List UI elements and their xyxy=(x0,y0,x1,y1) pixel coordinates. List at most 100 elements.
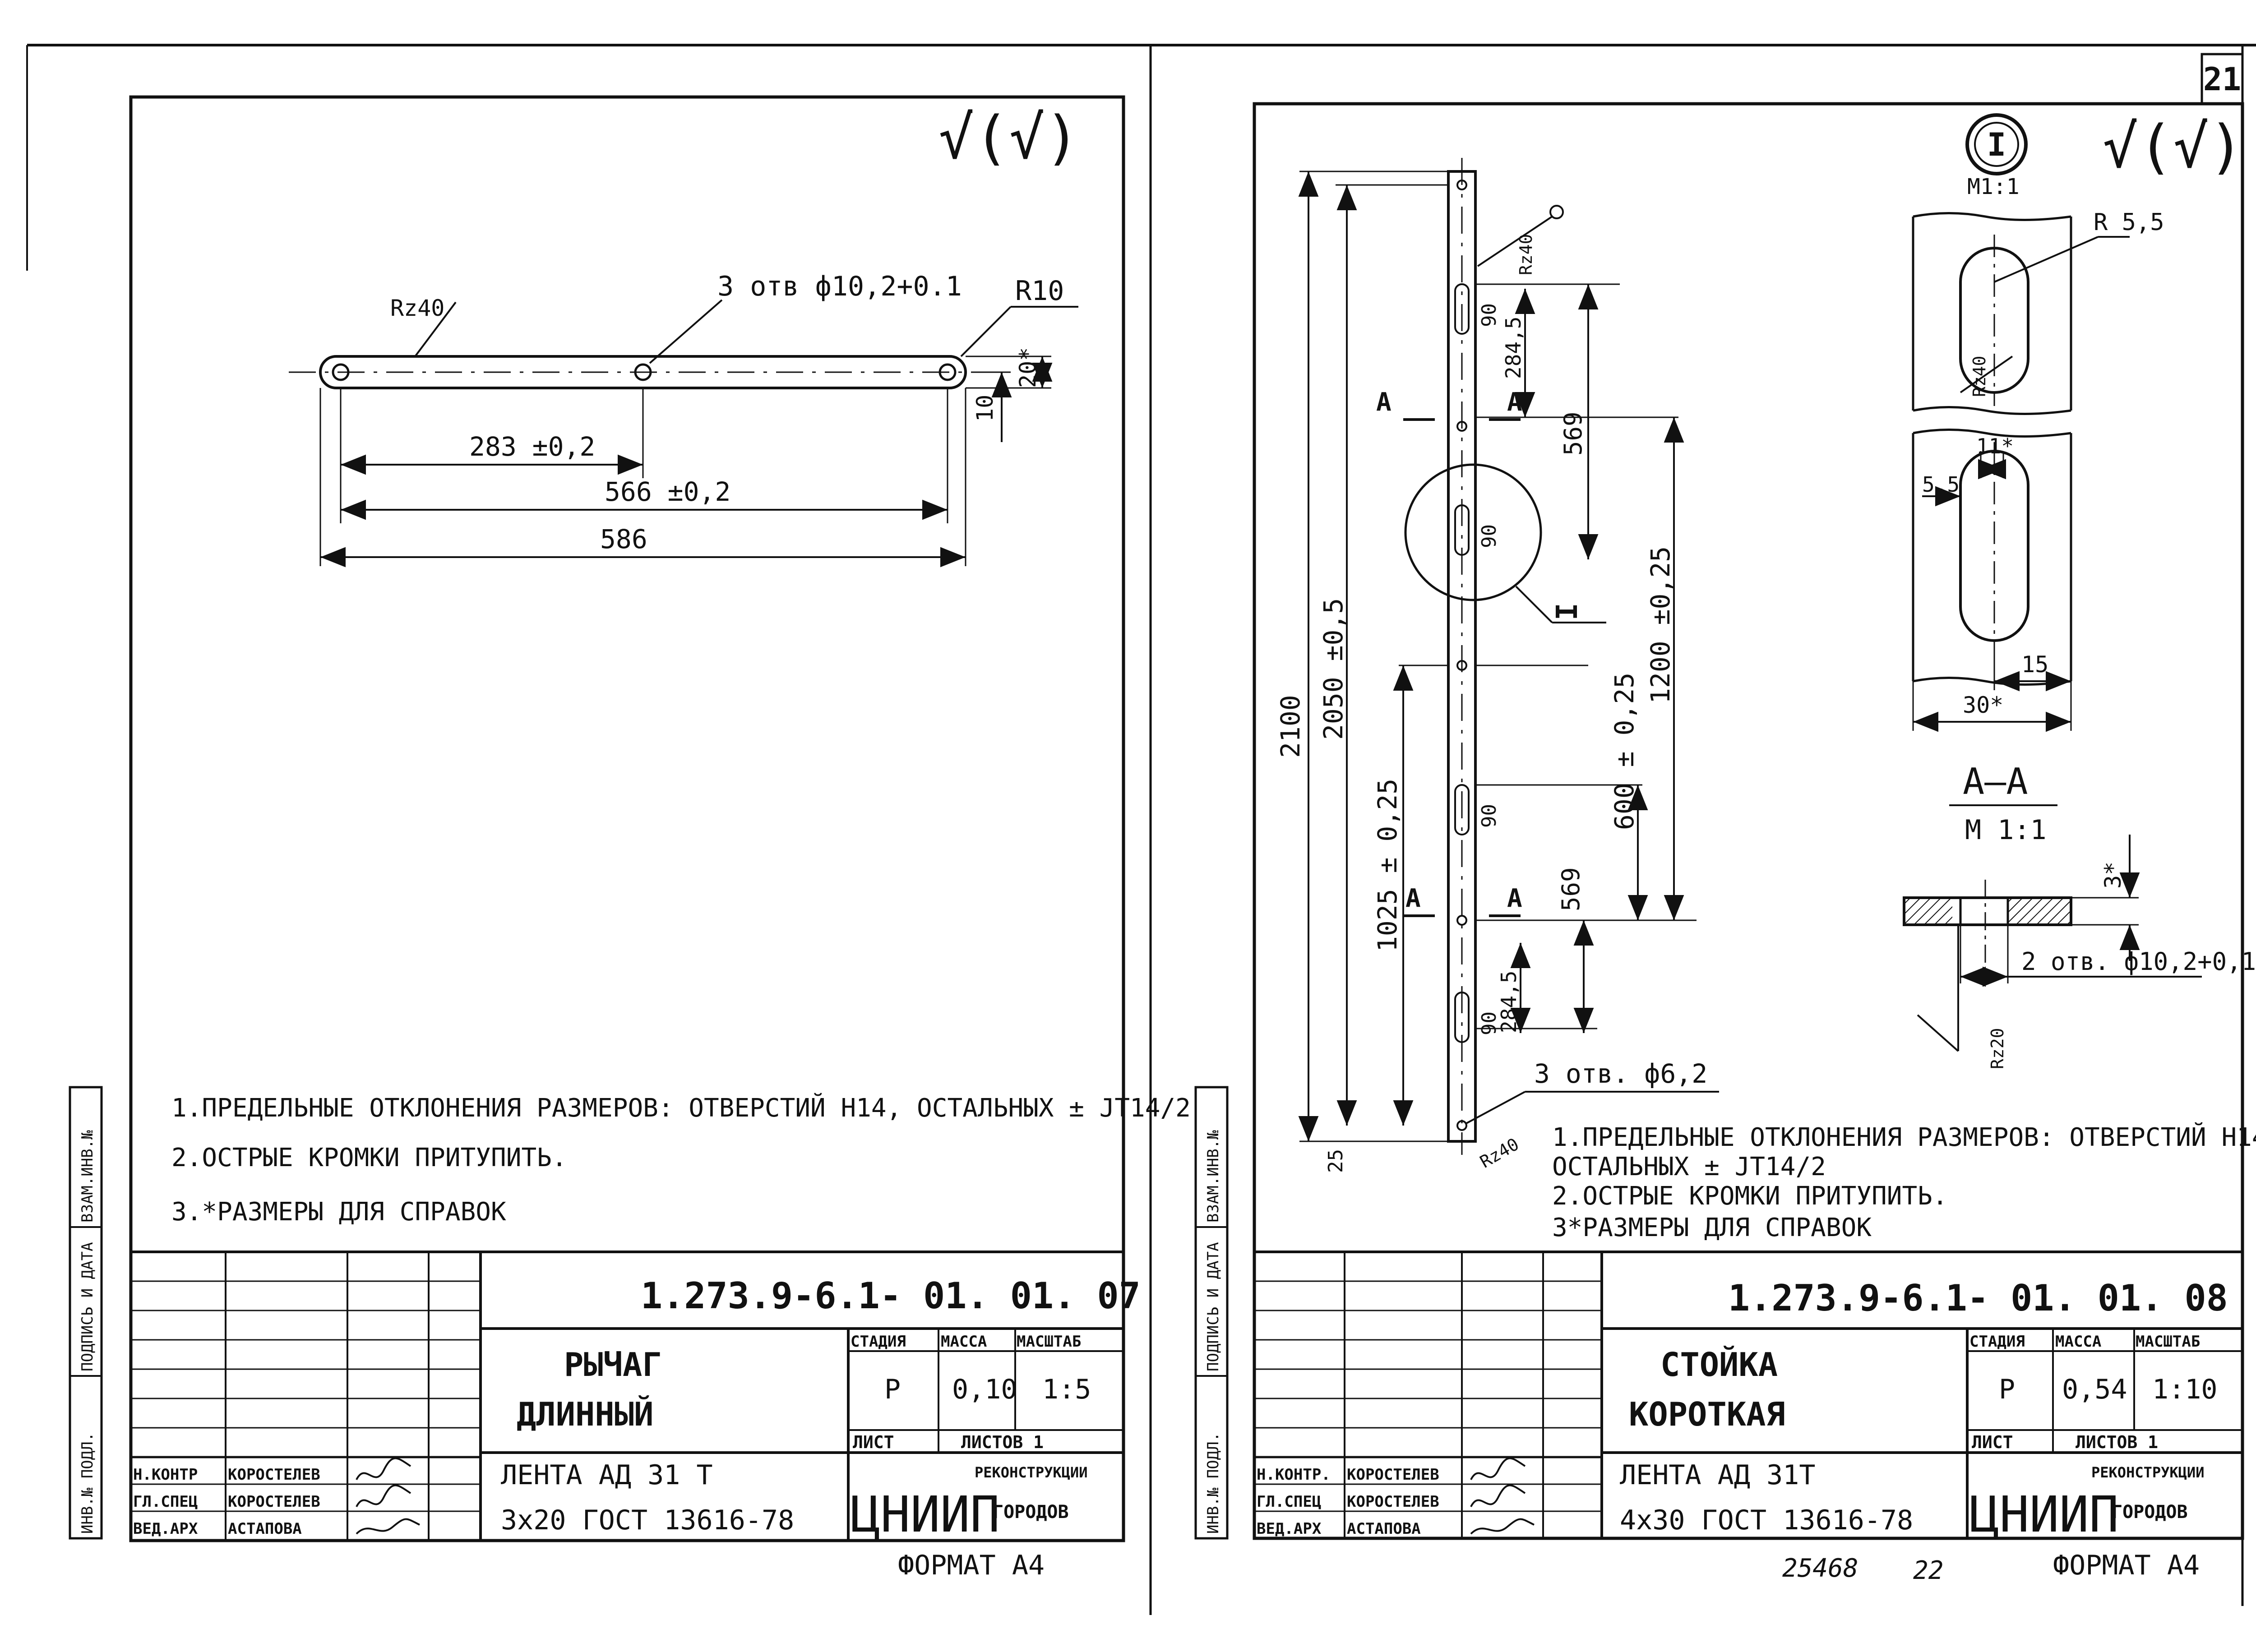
col-stage: СТАДИЯ xyxy=(851,1333,906,1351)
note-1: 1.ПРЕДЕЛЬНЫЕ ОТКЛОНЕНИЯ РАЗМЕРОВ: ОТВЕРС… xyxy=(1552,1122,2256,1152)
mass-value: 0,10 xyxy=(952,1374,1017,1405)
dim-radius: R10 xyxy=(1015,275,1064,307)
org-logo: ЦНИИП xyxy=(851,1486,1000,1543)
dim-283: 283 ±0,2 xyxy=(469,431,595,462)
format-label: ФОРМАТ А4 xyxy=(2053,1550,2200,1581)
roughness-mark: √(√) xyxy=(2103,112,2244,181)
dim-600: 600 ± 0,25 xyxy=(1609,673,1640,830)
section-mark: А xyxy=(1376,388,1392,417)
section-mark: А xyxy=(1507,884,1522,913)
sheet-outline: 21 xyxy=(26,44,2256,1615)
mass-value: 0,54 xyxy=(2062,1374,2127,1405)
doc-code: 1.273.9-6.1- 01. 01. 08 xyxy=(1728,1277,2228,1319)
col-mass: МАССА xyxy=(941,1333,987,1351)
stamp-label: ИНВ.№ ПОДЛ. xyxy=(1204,1432,1222,1534)
sheets-label: ЛИСТОВ 1 xyxy=(961,1432,1044,1452)
detail-view xyxy=(1912,212,2130,732)
sheets-label: ЛИСТОВ 1 xyxy=(2076,1432,2158,1452)
side-stamp-left: ИНВ.№ ПОДЛ. ПОДПИСЬ И ДАТА ВЗАМ.ИНВ.№ xyxy=(69,1086,103,1540)
part-name: ДЛИННЫЙ xyxy=(517,1395,653,1433)
note-1b: ОСТАЛЬНЫХ ± JT14/2 xyxy=(1552,1152,1826,1181)
dim-90: 90 xyxy=(1478,303,1501,327)
dim-20: 20* xyxy=(1015,347,1041,388)
detail-mark: I xyxy=(1987,126,2006,163)
inventory-number: 25468 xyxy=(1782,1554,1858,1583)
rz-mark: Rz40 xyxy=(1516,234,1536,275)
role: ГЛ.СПЕЦ xyxy=(1257,1493,1321,1511)
signer-name: КОРОСТЕЛЕВ xyxy=(228,1493,320,1511)
org-logo: ЦНИИП xyxy=(1969,1486,2119,1543)
note-2: 2.ОСТРЫЕ КРОМКИ ПРИТУПИТЬ. xyxy=(171,1143,567,1172)
dim-569: 569 xyxy=(1559,411,1587,456)
signer-name: АСТАПОВА xyxy=(1347,1520,1421,1538)
stamp-label: ПОДПИСЬ И ДАТА xyxy=(1204,1242,1222,1371)
col-mass: МАССА xyxy=(2055,1333,2101,1351)
page-number: 21 xyxy=(2203,61,2241,98)
sheet-number: 22 xyxy=(1913,1556,1943,1585)
stamp-label: ПОДПИСЬ И ДАТА xyxy=(79,1242,97,1371)
format-label: ФОРМАТ А4 xyxy=(898,1550,1045,1581)
role: Н.КОНТР. xyxy=(1257,1466,1331,1484)
note-1: 1.ПРЕДЕЛЬНЫЕ ОТКЛОНЕНИЯ РАЗМЕРОВ: ОТВЕРС… xyxy=(171,1093,1191,1123)
col-scale: МАСШТАБ xyxy=(1017,1333,1081,1351)
note-2: 2.ОСТРЫЕ КРОМКИ ПРИТУПИТЬ. xyxy=(1552,1181,1948,1211)
dim-rz: Rz40 xyxy=(390,295,444,321)
dim-3: 3* xyxy=(2100,862,2126,889)
role: ГЛ.СПЕЦ xyxy=(133,1493,198,1511)
dim-90: 90 xyxy=(1478,804,1501,828)
signer-name: АСТАПОВА xyxy=(228,1520,302,1538)
part-name: СТОЙКА xyxy=(1660,1346,1778,1384)
section-title: А–А xyxy=(1963,761,2028,803)
scale-value: 1:5 xyxy=(1042,1374,1091,1405)
section-holes: 2 отв. ф10,2+0,1 xyxy=(2021,947,2256,976)
side-stamp-right: ИНВ.№ ПОДЛ. ПОДПИСЬ И ДАТА ВЗАМ.ИНВ.№ xyxy=(1194,1086,1229,1540)
stage-value: Р xyxy=(1999,1374,2015,1405)
signer-name: КОРОСТЕЛЕВ xyxy=(1347,1466,1439,1484)
section-mark: А xyxy=(1507,388,1522,417)
dim-90: 90 xyxy=(1478,524,1501,548)
role: Н.КОНТР xyxy=(133,1466,198,1484)
rz-mark: Rz20 xyxy=(1988,1028,2007,1069)
part-name: КОРОТКАЯ xyxy=(1629,1395,1785,1433)
dim-15: 15 xyxy=(2021,651,2048,678)
sheet-label: ЛИСТ xyxy=(1972,1432,2013,1452)
org-sub: РЕКОНСТРУКЦИИ xyxy=(2091,1464,2204,1481)
signer-name: КОРОСТЕЛЕВ xyxy=(228,1466,320,1484)
title-block-right: 1.273.9-6.1- 01. 01. 08 СТОЙКА КОРОТКАЯ … xyxy=(1253,1251,2244,1543)
stamp-label: ВЗАМ.ИНВ.№ xyxy=(79,1130,97,1223)
lever-part xyxy=(289,299,1078,568)
material: 3х20 ГОСТ 13616-78 xyxy=(501,1504,794,1536)
note-3: 3.*РАЗМЕРЫ ДЛЯ СПРАВОК xyxy=(171,1197,506,1227)
stage-value: Р xyxy=(884,1374,901,1405)
dim-25: 25 xyxy=(1324,1149,1347,1173)
org-sub: ГОРОДОВ xyxy=(2112,1502,2188,1523)
stamp-label: ВЗАМ.ИНВ.№ xyxy=(1204,1130,1222,1223)
material: ЛЕНТА АД 31Т xyxy=(1620,1459,1815,1491)
dim-90: 90 xyxy=(1478,1011,1501,1035)
signature-marks xyxy=(356,1457,420,1535)
dim-569: 569 xyxy=(1557,867,1585,911)
section-view xyxy=(1903,835,2202,1052)
org-sub: ГОРОДОВ xyxy=(993,1502,1069,1523)
dim-r55: R 5,5 xyxy=(2094,209,2164,236)
dim-30: 30* xyxy=(1963,692,2003,718)
dim-holes: 3 отв. ф6,2 xyxy=(1534,1058,1707,1089)
section-mark: А xyxy=(1405,884,1421,913)
material: ЛЕНТА АД 31 Т xyxy=(501,1459,713,1491)
dim-holes: 3 отв ф10,2+0.1 xyxy=(717,271,962,302)
section-scale: М 1:1 xyxy=(1965,814,2047,846)
dim-284: 284,5 xyxy=(1501,317,1526,379)
detail-label: I xyxy=(1551,603,1584,620)
col-scale: МАСШТАБ xyxy=(2136,1333,2200,1351)
col-stage: СТАДИЯ xyxy=(1969,1333,2025,1351)
dim-586: 586 xyxy=(600,524,647,554)
rz-mark: Rz40 xyxy=(1969,355,1989,397)
scale-value: 1:10 xyxy=(2152,1374,2218,1405)
dim-55: 5,5 xyxy=(1922,472,1960,497)
roughness-mark: √(√) xyxy=(938,103,1080,172)
part-name: РЫЧАГ xyxy=(564,1346,662,1384)
dim-1200: 1200 ±0,25 xyxy=(1645,546,1676,704)
right-sheet: √(√) I М1:1 xyxy=(1194,102,2256,1585)
material: 4х30 ГОСТ 13616-78 xyxy=(1620,1504,1913,1536)
